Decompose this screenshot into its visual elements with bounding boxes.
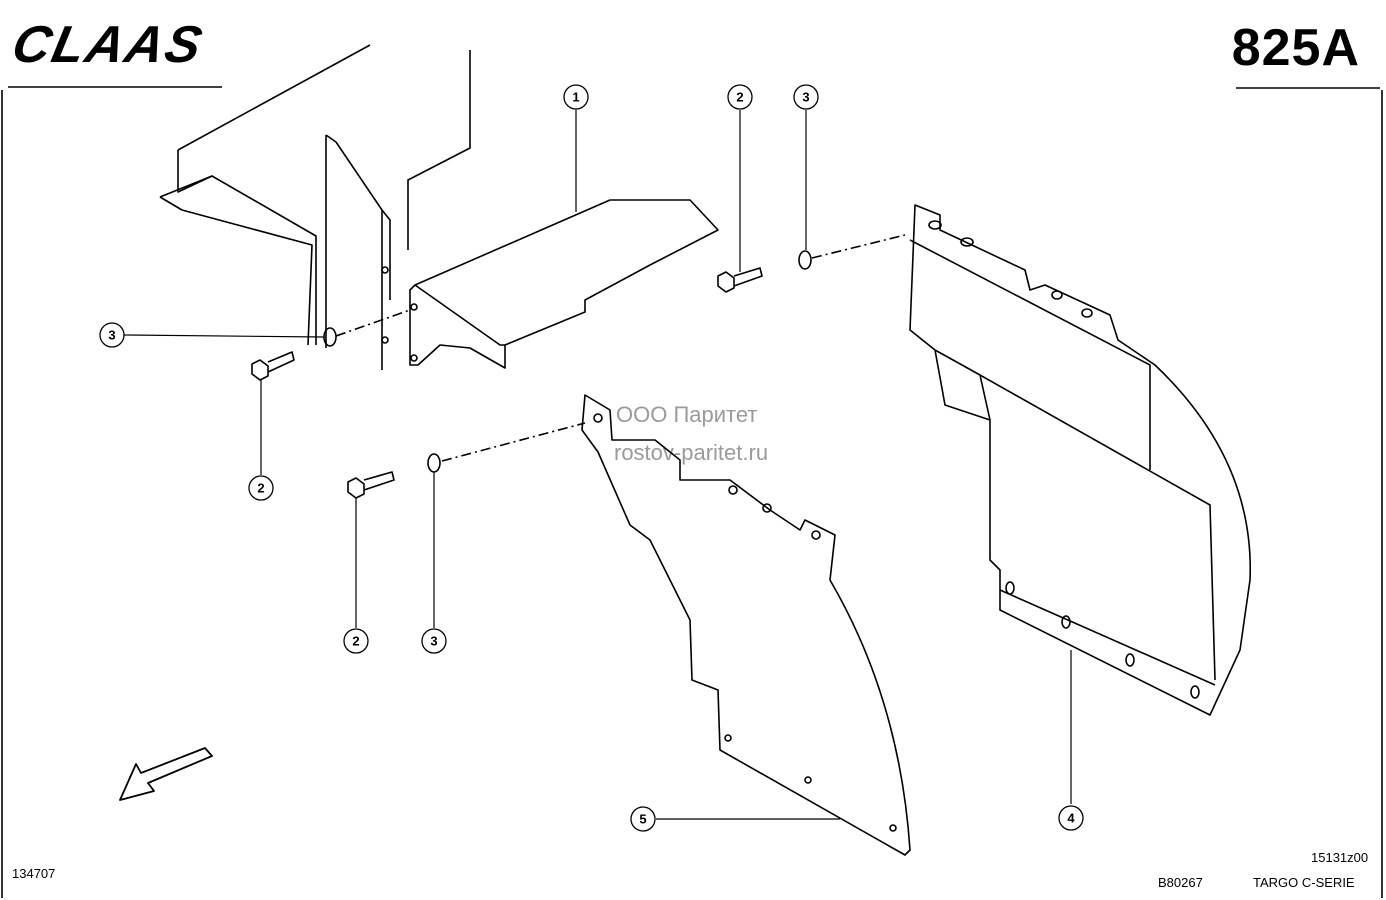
bolt-low: [347, 422, 586, 499]
callout-5: [630, 806, 656, 832]
brand-logo: CLAAS: [14, 14, 236, 74]
brand-logo-graphic: CLAAS: [14, 16, 209, 74]
machine-frame: [159, 44, 471, 370]
callout-2a-label: 2: [736, 90, 743, 105]
leader-lines: [123, 110, 1072, 820]
callout-5-label: 5: [639, 812, 646, 827]
callout-1-label: 1: [572, 90, 579, 105]
callout-2c: [343, 628, 369, 654]
part-5-guard-plate: [581, 394, 911, 856]
page-number: 825A: [1231, 19, 1360, 77]
ref-code: B80267: [1158, 875, 1203, 890]
callout-1: [563, 84, 589, 110]
callout-3b-label: 3: [108, 328, 115, 343]
callout-4: [1058, 805, 1084, 831]
callout-3b: [99, 322, 125, 348]
direction-arrow-icon: [119, 747, 213, 801]
bolt-mid: [251, 309, 411, 381]
callout-2b-label: 2: [257, 481, 264, 496]
callout-bubbles: [99, 84, 1084, 832]
callout-2b: [248, 475, 274, 501]
brand-logo-text: CLAAS: [14, 16, 209, 74]
callout-3c: [421, 628, 447, 654]
callout-3c-label: 3: [430, 634, 437, 649]
drawing-id: 134707: [12, 866, 56, 881]
series-label: TARGO C-SERIE: [1253, 875, 1355, 890]
sheet-code: 15131z00: [1311, 850, 1369, 865]
part-1-bracket: [409, 199, 719, 369]
bolt-top: [717, 234, 906, 293]
part-4-side-guard: [909, 204, 1252, 716]
callout-2c-label: 2: [352, 634, 359, 649]
callout-3a-label: 3: [802, 90, 809, 105]
watermark-line-2: rostov-paritet.ru: [614, 440, 769, 465]
callout-2a: [727, 84, 753, 110]
watermark-line-1: ООО Паритет: [616, 402, 758, 427]
callout-3a: [793, 84, 819, 110]
callout-4-label: 4: [1067, 811, 1075, 826]
